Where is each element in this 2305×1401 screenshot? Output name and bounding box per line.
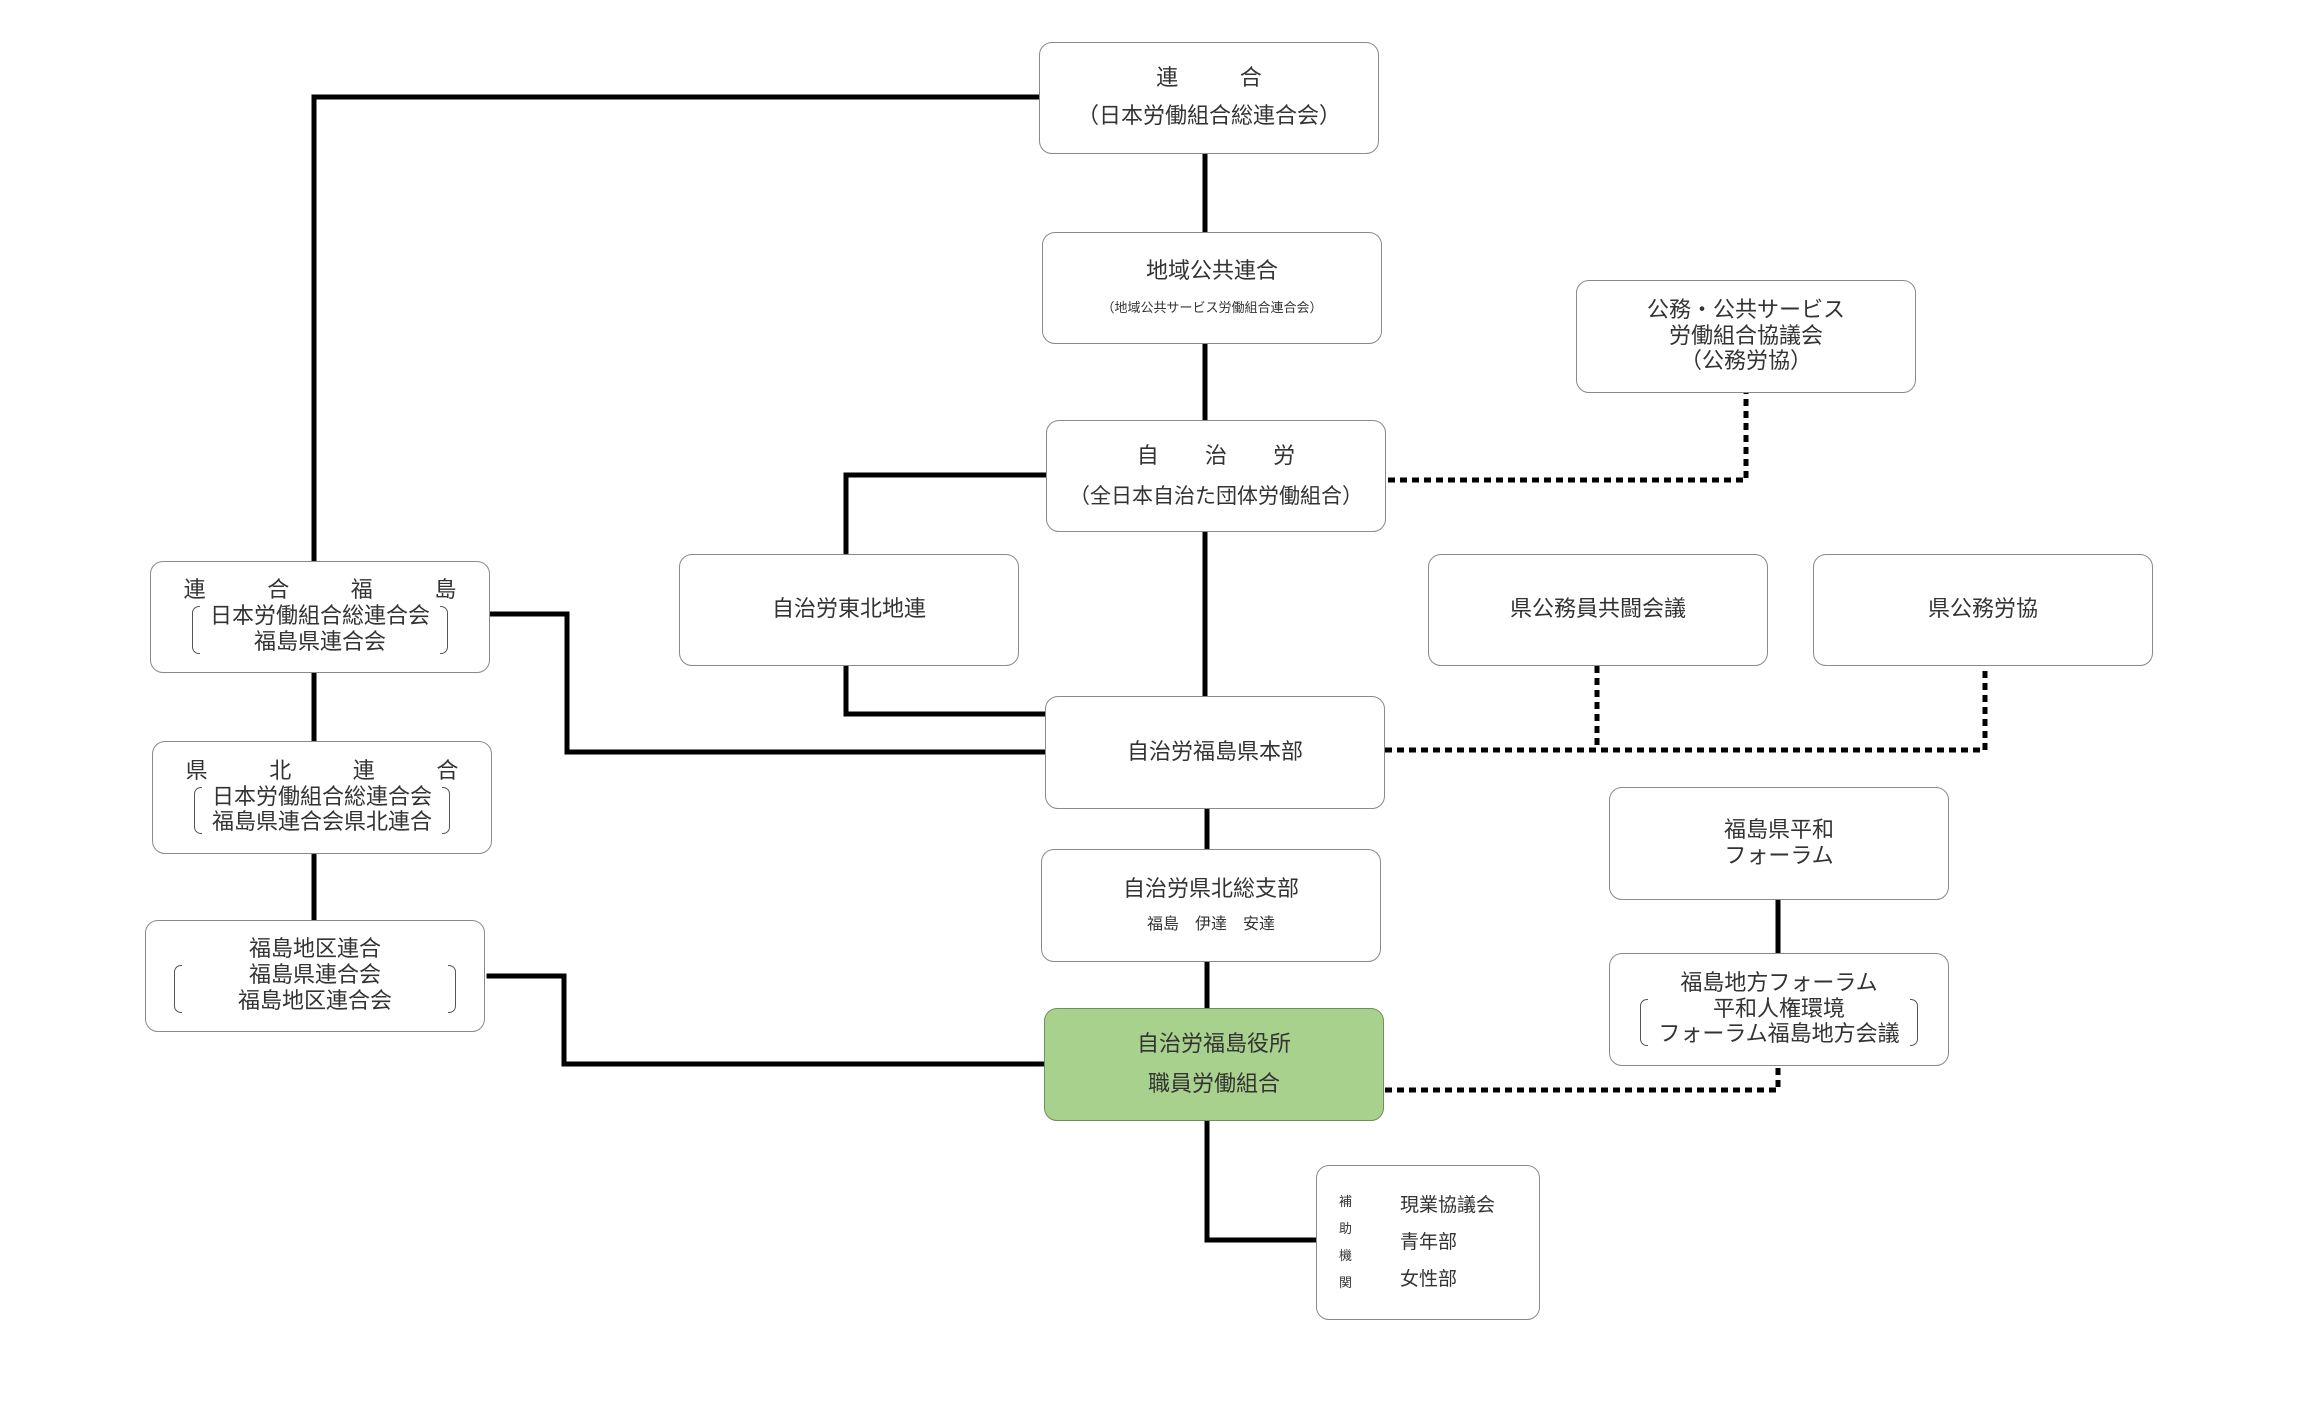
node-tohoku-chiren: 自治労東北地連 <box>679 554 1019 666</box>
node-main-union-line2: 職員労働組合 <box>1147 1071 1280 1097</box>
node-jichiro-subtitle: （全日本自治た団体労働組合） <box>1069 483 1363 508</box>
node-chiiki-kokyo-rengo: 地域公共連合 （地域公共サービス労働組合連合会） <box>1042 232 1382 344</box>
node-chiiki-subtitle: （地域公共サービス労働組合連合会） <box>1101 301 1323 317</box>
node-kenpoku-line3: 福島県連合会県北連合 <box>211 810 432 836</box>
node-kenpoku-soushibu: 自治労県北総支部 福島 伊達 安達 <box>1041 849 1381 962</box>
node-chiku-line3: 福島地区連合会 <box>237 988 392 1014</box>
node-main-union: 自治労福島役所 職員労働組合 <box>1044 1008 1384 1121</box>
node-kenpoku-title: 県 北 連 合 <box>185 758 479 784</box>
dotted-main-to-chihou-forum <box>1385 1064 1781 1093</box>
node-koumu-line1: 公務・公共サービス <box>1646 297 1845 323</box>
node-chihou-forum: 福島地方フォーラム 平和人権環境 フォーラム福島地方会議 <box>1609 953 1949 1066</box>
auxiliary-items: 現業協議会 青年部 女性部 <box>1400 1187 1495 1298</box>
node-koumu-roukyou: 公務・公共サービス 労働組合協議会 （公務労協） <box>1576 280 1916 393</box>
node-ken-koumu-roukyou: 県公務労協 <box>1813 554 2153 666</box>
node-koumu-line2: 労働組合協議会 <box>1668 323 1823 349</box>
node-chiku-bracket: 福島県連合会 福島地区連合会 <box>173 963 457 1015</box>
node-chihou-line3: フォーラム福島地方会議 <box>1658 1022 1900 1048</box>
node-kenpoku-rengo: 県 北 連 合 日本労働組合総連合会 福島県連合会県北連合 <box>152 741 492 854</box>
auxiliary-content: 補 助 機 関 現業協議会 青年部 女性部 <box>1317 1166 1539 1319</box>
node-rengo-fukushima: 連 合 福 島 日本労働組合総連合会 福島県連合会 <box>150 561 490 673</box>
node-tohoku-title: 自治労東北地連 <box>771 597 926 623</box>
auxiliary-item: 青年部 <box>1400 1231 1458 1253</box>
node-rengo-title: 連 合 <box>1156 66 1282 92</box>
node-rengo-fukushima-bracket: 日本労働組合総連合会 福島県連合会 <box>191 604 449 656</box>
node-honbu-title: 自治労福島県本部 <box>1126 739 1303 765</box>
connector-rengo-fukushima-to-honbu <box>486 611 1047 755</box>
node-rengo-fukushima-line3: 福島県連合会 <box>253 629 386 655</box>
node-jichiro: 自 治 労 （全日本自治た団体労働組合） <box>1046 420 1386 532</box>
node-chiku-title: 福島地区連合 <box>248 937 381 963</box>
connector-chiku-to-main <box>486 973 1047 1067</box>
node-chihou-line2: 平和人権環境 <box>1712 996 1845 1022</box>
node-kenpoku-line2: 日本労働組合総連合会 <box>211 784 432 810</box>
node-chiku-line2: 福島県連合会 <box>248 963 381 989</box>
connector-tohoku-to-honbu <box>843 661 1047 717</box>
node-chihou-bracket: 平和人権環境 フォーラム福島地方会議 <box>1640 996 1919 1049</box>
connector-main-to-auxiliary <box>1204 1117 1321 1243</box>
node-fukushima-chiku-rengo: 福島地区連合 福島県連合会 福島地区連合会 <box>145 920 485 1032</box>
node-chiiki-title: 地域公共連合 <box>1145 259 1278 285</box>
auxiliary-item: 現業協議会 <box>1400 1194 1496 1216</box>
node-heiwa-line2: フォーラム <box>1724 843 1834 869</box>
auxiliary-side-char: 機 <box>1339 1248 1353 1264</box>
node-kenpoku-bracket: 日本労働組合総連合会 福島県連合会県北連合 <box>193 784 451 837</box>
node-rengo: 連 合 （日本労働組合総連合会） <box>1039 42 1379 154</box>
node-chihou-title: 福島地方フォーラム <box>1680 970 1878 996</box>
node-main-union-line1: 自治労福島役所 <box>1136 1031 1291 1057</box>
node-jichiro-title: 自 治 労 <box>1136 443 1308 469</box>
connector-rengo-to-rengo-fukushima <box>311 94 1042 565</box>
node-rengo-subtitle: （日本労働組合総連合会） <box>1076 104 1341 129</box>
node-kenkoumu-roukyou-title: 県公務労協 <box>1927 597 2038 623</box>
node-heiwa-forum: 福島県平和 フォーラム <box>1609 787 1949 900</box>
dotted-honbu-to-council <box>1385 666 1988 753</box>
node-auxiliary: 補 助 機 関 現業協議会 青年部 女性部 <box>1316 1165 1540 1320</box>
node-heiwa-line1: 福島県平和 <box>1723 817 1834 843</box>
auxiliary-side-char: 補 <box>1339 1194 1353 1210</box>
node-soushibu-subtitle: 福島 伊達 安達 <box>1146 914 1275 934</box>
node-ken-koumuin-kyoutou: 県公務員共闘会議 <box>1428 554 1768 666</box>
node-koumu-line3: （公務労協） <box>1679 349 1812 375</box>
auxiliary-item: 女性部 <box>1400 1268 1458 1290</box>
connector-jichiro-to-tohoku <box>843 472 1049 559</box>
auxiliary-side-char: 助 <box>1339 1221 1353 1237</box>
node-kenkoumuin-title: 県公務員共闘会議 <box>1509 597 1686 623</box>
dotted-jichiro-to-koumu <box>1388 392 1749 483</box>
node-soushibu-title: 自治労県北総支部 <box>1122 877 1299 903</box>
node-rengo-fukushima-line2: 日本労働組合総連合会 <box>209 604 430 630</box>
auxiliary-side-char: 関 <box>1339 1275 1353 1291</box>
node-rengo-fukushima-title: 連 合 福 島 <box>183 578 477 604</box>
auxiliary-side-label: 補 助 機 関 <box>1339 1189 1352 1297</box>
node-jichiro-fukushima-honbu: 自治労福島県本部 <box>1045 696 1385 809</box>
